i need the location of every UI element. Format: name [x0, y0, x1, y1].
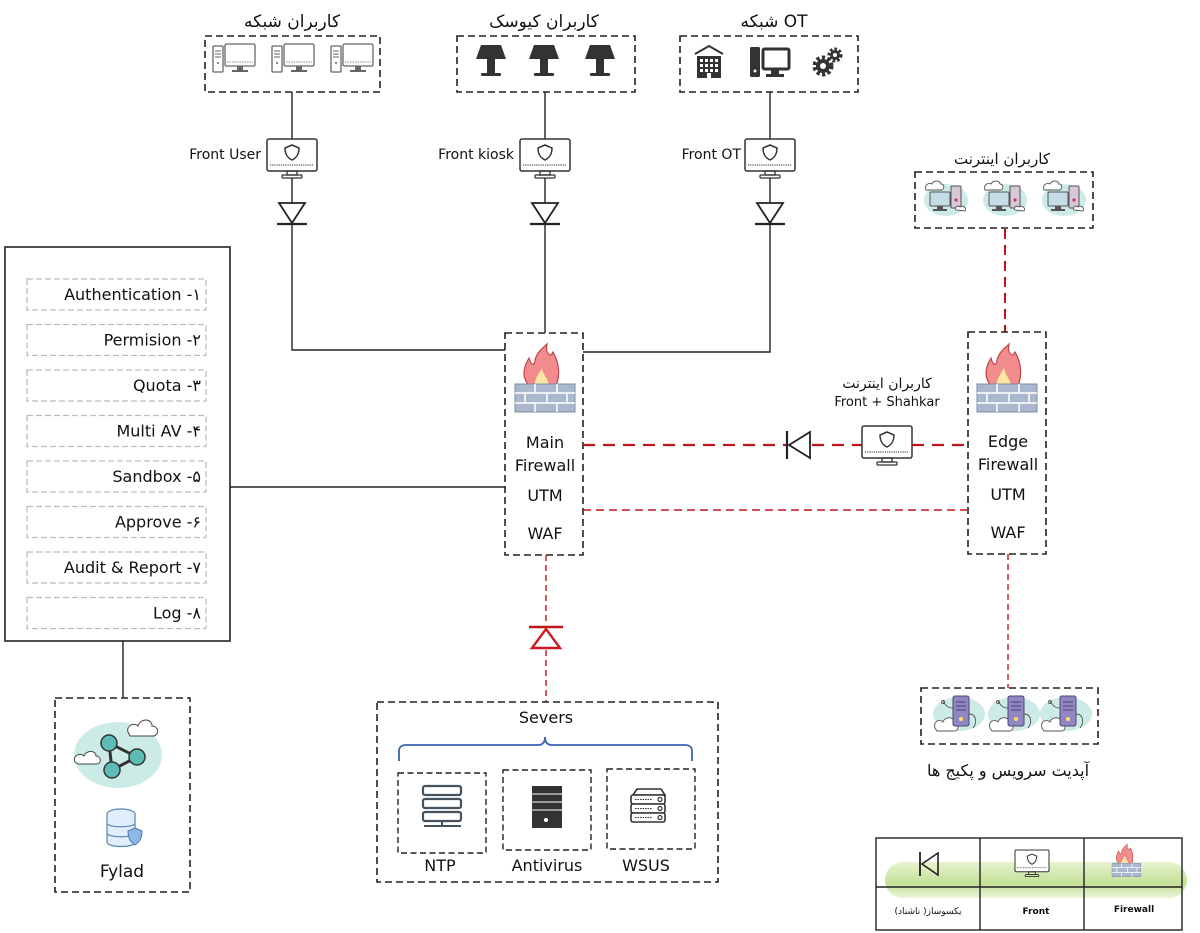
policy-step-label: Multi AV -۴ — [116, 422, 201, 441]
front-user-icon — [266, 138, 318, 179]
desktop-computer-icon — [212, 43, 256, 73]
policy-step-box — [26, 505, 207, 539]
main-firewall-utm: UTM — [527, 486, 562, 505]
servers-brace — [398, 736, 693, 761]
gears-icon — [815, 50, 841, 75]
kiosk-icon — [585, 45, 615, 76]
legend: یکسوساز( ناشناد) Front Firewall — [875, 837, 1187, 931]
front-user-label: Front User — [189, 147, 261, 163]
diode-icon — [275, 201, 309, 226]
front-ot-icon — [744, 138, 796, 179]
internet-users-group — [914, 171, 1094, 229]
policy-step-label: Log -۸ — [153, 604, 201, 623]
policy-step-box — [26, 460, 207, 493]
legend-firewall-label: Firewall — [1114, 905, 1154, 915]
server-ntp-label: NTP — [424, 856, 456, 875]
server-antivirus-label: Antivirus — [512, 856, 583, 875]
internet-users-title: کاربران اینترنت — [954, 150, 1051, 168]
shahkar-title: کاربران اینترنت — [842, 376, 932, 392]
antivirus-server-icon — [532, 786, 562, 828]
kiosk-icon — [529, 45, 559, 76]
cloud-computer-icon — [1041, 180, 1087, 217]
cloud-computer-icon — [982, 180, 1028, 217]
fylad-box — [54, 697, 191, 893]
policy-step-label: Authentication -۱ — [64, 285, 201, 304]
wsus-server-icon — [630, 788, 667, 823]
policy-panel — [4, 246, 231, 642]
desktop-computer-icon — [271, 43, 315, 73]
policy-step-box — [26, 414, 207, 448]
front-ot-label: Front OT — [682, 147, 742, 163]
policy-step-box — [26, 278, 207, 311]
kiosk-users-title: کاربران کیوسک — [489, 12, 600, 32]
network-users-title: کاربران شبکه — [244, 12, 341, 32]
front-kiosk-icon — [519, 138, 571, 179]
diode-icon — [919, 851, 939, 877]
cloud-network-icon — [73, 719, 162, 788]
kiosk-users-group — [456, 35, 636, 93]
policy-step-box — [26, 369, 207, 402]
cloud-server-icon — [1039, 695, 1093, 732]
computer-icon — [748, 45, 791, 79]
policy-step-label: Permision -۲ — [104, 331, 201, 350]
server-wsus-box — [606, 768, 696, 850]
servers-title: Severs — [519, 708, 573, 727]
edge-firewall-waf: WAF — [990, 523, 1025, 542]
server-wsus-label: WSUS — [622, 856, 670, 875]
updates-title: آپدیت سرویس و پکیج ها — [927, 761, 1091, 781]
legend-diode-label: یکسوساز( ناشناد) — [895, 907, 962, 917]
ntp-server-icon — [421, 784, 463, 827]
building-icon — [694, 45, 724, 79]
secure-database-icon — [106, 808, 143, 848]
fylad-label: Fylad — [100, 862, 144, 882]
updates-group — [920, 687, 1099, 745]
policy-steps: Authentication -۱ Permision -۲ Quota -۳ Mul… — [26, 278, 207, 630]
policy-step-label: Sandbox -۵ — [112, 467, 201, 486]
main-firewall-waf: WAF — [527, 524, 562, 543]
policy-step-box — [26, 551, 207, 584]
legend-front-label: Front — [1023, 907, 1051, 917]
policy-step-label: Audit & Report -۷ — [64, 558, 202, 577]
main-firewall-line1: Main — [526, 433, 564, 452]
front-kiosk-label: Front kiosk — [438, 147, 515, 163]
diode-icon — [529, 625, 563, 650]
servers-group — [376, 701, 719, 883]
main-firewall-line2: Firewall — [515, 456, 575, 475]
diode-icon — [753, 201, 787, 226]
diode-icon — [528, 201, 562, 226]
server-antivirus-box — [502, 769, 592, 851]
edge-firewall-utm: UTM — [990, 485, 1025, 504]
shahkar-sub: Front + Shahkar — [834, 395, 940, 410]
front-shahkar-icon — [861, 425, 913, 466]
kiosk-icon — [476, 45, 506, 76]
policy-step-label: Quota -۳ — [133, 376, 201, 395]
desktop-computer-icon — [330, 43, 374, 73]
cloud-computer-icon — [923, 180, 969, 217]
policy-step-box — [26, 596, 207, 630]
edge-firewall-line1: Edge — [988, 432, 1028, 451]
ot-network-title: شبکه OT — [740, 12, 808, 32]
cloud-server-icon — [932, 695, 986, 732]
server-ntp-box — [397, 772, 487, 854]
cloud-server-icon — [987, 695, 1041, 732]
edge-firewall-line2: Firewall — [978, 455, 1038, 474]
firewall-icon — [1111, 843, 1142, 878]
network-users-group — [204, 35, 381, 93]
policy-step-box — [26, 323, 207, 357]
policy-step-label: Approve -۶ — [115, 513, 201, 532]
ot-network-group — [679, 35, 859, 93]
diode-icon — [785, 430, 811, 460]
